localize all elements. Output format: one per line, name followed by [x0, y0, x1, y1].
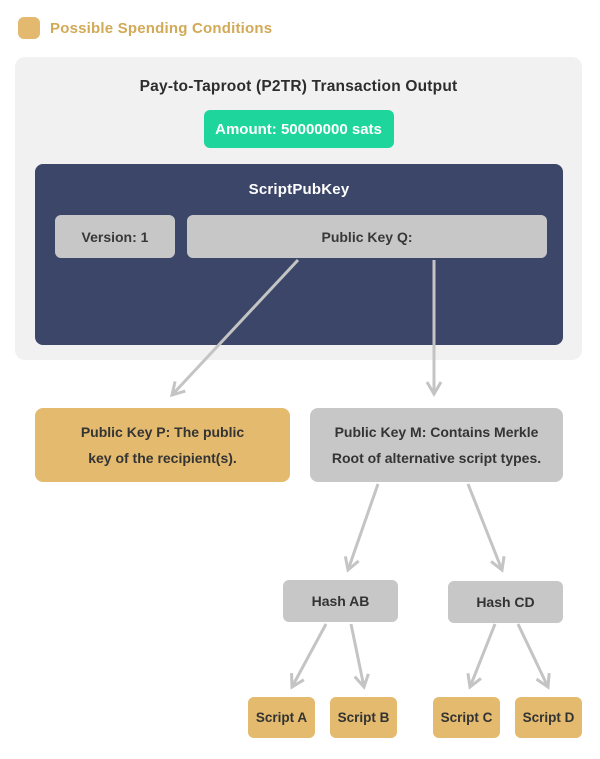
public-key-p-line2: key of the recipient(s). — [88, 450, 237, 466]
p2tr-output-card: Pay-to-Taproot (P2TR) Transaction Output… — [15, 57, 582, 360]
arrow-cd-to-script-d — [516, 623, 551, 690]
script-a-node: Script A — [248, 697, 315, 738]
script-d-node: Script D — [515, 697, 582, 738]
public-key-m-line2: Root of alternative script types. — [331, 450, 542, 466]
public-key-q-box: Public Key Q: — [187, 215, 547, 258]
arrow-m-to-hash-ab — [343, 483, 380, 573]
scriptpubkey-title: ScriptPubKey — [248, 181, 350, 198]
arrow-ab-to-script-a — [290, 623, 328, 690]
card-title: Pay-to-Taproot (P2TR) Transaction Output — [139, 78, 458, 95]
arrow-cd-to-script-c — [466, 623, 497, 690]
amount-badge: Amount: 50000000 sats — [203, 110, 394, 148]
public-key-m-node: Public Key M: Contains Merkle Root of al… — [310, 408, 563, 482]
arrow-ab-to-script-b — [349, 623, 370, 690]
legend: Possible Spending Conditions — [18, 17, 272, 39]
arrow-m-to-hash-cd — [466, 483, 506, 573]
hash-ab-node: Hash AB — [283, 580, 398, 622]
public-key-p-node: Public Key P: The public key of the reci… — [35, 408, 290, 482]
scriptpubkey-box: ScriptPubKey Version: 1 Public Key Q: — [35, 164, 563, 345]
script-b-node: Script B — [330, 697, 397, 738]
public-key-p-line1: Public Key P: The public — [80, 424, 245, 440]
version-box: Version: 1 — [55, 215, 175, 258]
script-c-node: Script C — [433, 697, 500, 738]
legend-label: Possible Spending Conditions — [50, 19, 273, 37]
public-key-m-line1: Public Key M: Contains Merkle — [334, 424, 539, 440]
hash-cd-node: Hash CD — [448, 581, 563, 623]
spending-condition-swatch-icon — [18, 17, 40, 39]
